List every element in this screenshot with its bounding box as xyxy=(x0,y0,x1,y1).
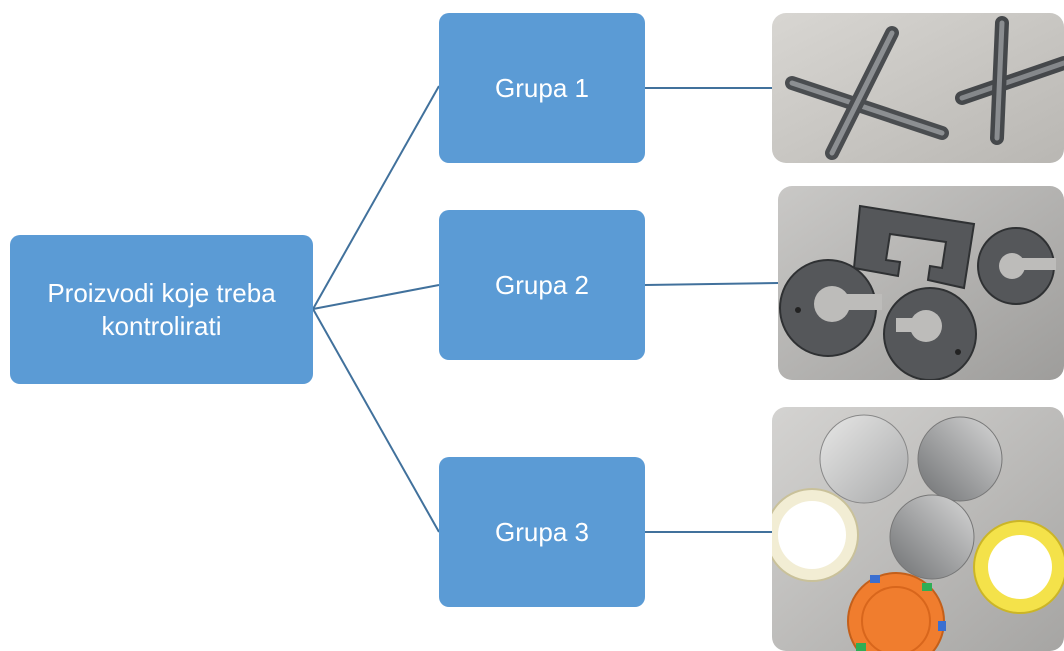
group-1-label: Grupa 1 xyxy=(495,72,589,103)
group-3-node: Grupa 3 xyxy=(439,457,645,607)
root-node-label: Proizvodi koje treba kontrolirati xyxy=(47,278,276,341)
connector-root-to-group-2 xyxy=(312,284,440,310)
group-1-node: Grupa 1 xyxy=(439,13,645,163)
connector-root-to-group-3 xyxy=(312,308,440,533)
group-2-label: Grupa 2 xyxy=(495,269,589,300)
metal-discs-and-plastic-chips-photo xyxy=(772,407,1064,651)
connector-group-2-to-photo xyxy=(644,282,779,286)
connector-root-to-group-1 xyxy=(312,85,440,310)
group-3-label: Grupa 3 xyxy=(495,516,589,547)
group-2-node: Grupa 2 xyxy=(439,210,645,360)
root-node: Proizvodi koje treba kontrolirati xyxy=(10,235,313,384)
crossed-metal-pins-photo xyxy=(772,13,1064,163)
c-shaped-metal-washers-photo xyxy=(778,186,1064,380)
